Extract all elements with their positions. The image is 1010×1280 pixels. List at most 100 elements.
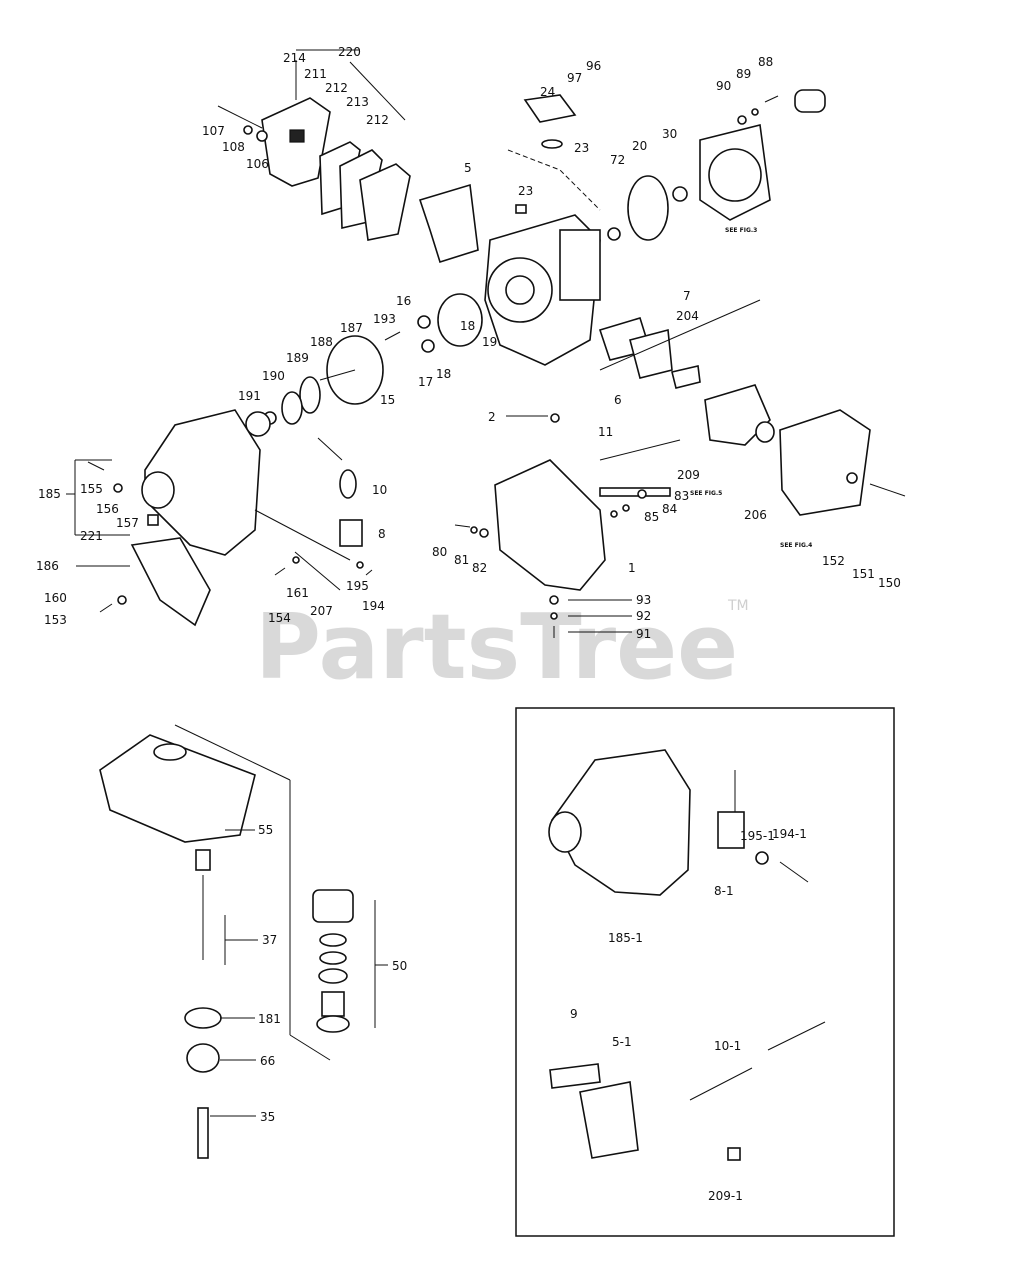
washer-152: [846, 472, 858, 484]
cap-seal: [319, 933, 347, 947]
tank-cap-neck: [153, 743, 187, 761]
label-11: 11: [598, 425, 613, 439]
wire-10: [317, 437, 343, 461]
washer-90: [737, 115, 747, 125]
key-23: [515, 204, 527, 214]
label-151: 151: [852, 567, 875, 581]
plug-cap-10: [339, 469, 357, 499]
label-82: 82: [472, 561, 487, 575]
label-206: 206: [744, 508, 767, 522]
bracket-24: [523, 94, 577, 123]
label-150: 150: [878, 576, 901, 590]
housing-1-neck: [548, 811, 582, 853]
label-187: 187: [340, 321, 363, 335]
valve-66: [186, 1043, 220, 1073]
crankcase-shaft: [505, 275, 535, 305]
label-55: 55: [258, 823, 273, 837]
label-90: 90: [716, 79, 731, 93]
label-92: 92: [636, 609, 651, 623]
label-154: 154: [268, 611, 291, 625]
label-220: 220: [338, 45, 361, 59]
washer-193: [417, 315, 431, 329]
note-see-fig4: SEE FIG.4: [780, 542, 812, 549]
label-194: 194: [362, 599, 385, 613]
label-37: 37: [262, 933, 277, 947]
nut-85: [610, 510, 618, 518]
cap-filter: [321, 991, 345, 1017]
engine-cover-1: [494, 459, 606, 591]
bolt-194-1: [779, 861, 809, 883]
label-10: 10: [372, 483, 387, 497]
label-221: 221: [80, 529, 103, 543]
washer-195: [356, 561, 364, 569]
label-18b: 18: [436, 367, 451, 381]
engine-block: [418, 94, 601, 366]
starter-assembly: SEE FIG.3: [607, 89, 826, 241]
watermark-text: PartsTree: [255, 595, 738, 700]
label-2: 2: [488, 410, 496, 424]
starter-reel: [708, 148, 762, 202]
bearing-189: [281, 391, 303, 425]
screw-153: [99, 603, 113, 613]
bolt-155: [87, 461, 105, 471]
screw-80: [454, 524, 471, 528]
note-see-fig3: SEE FIG.3: [725, 227, 757, 234]
label-96: 96: [586, 59, 601, 73]
ignition-assembly: [274, 437, 373, 591]
rod-10-1: [689, 1067, 753, 1101]
label-195: 195: [346, 579, 369, 593]
label-6: 6: [614, 393, 622, 407]
label-212b: 212: [366, 113, 389, 127]
label-161: 161: [286, 586, 309, 600]
label-188: 188: [310, 335, 333, 349]
label-18a: 18: [460, 319, 475, 333]
air-cleaner-assembly: [217, 49, 411, 241]
housing-neck: [141, 471, 175, 509]
label-23b: 23: [518, 184, 533, 198]
label-181: 181: [258, 1012, 281, 1026]
label-16: 16: [396, 294, 411, 308]
washer-194-1: [755, 851, 769, 865]
label-5-1: 5-1: [612, 1035, 632, 1049]
label-106: 106: [246, 157, 269, 171]
label-108: 108: [222, 140, 245, 154]
nut-30: [672, 186, 688, 202]
label-83: 83: [674, 489, 689, 503]
shroud-5: [418, 183, 479, 264]
starter-handle: [794, 89, 826, 113]
cap-disc: [319, 951, 347, 965]
label-214: 214: [283, 51, 306, 65]
label-7: 7: [683, 289, 691, 303]
clutch-assembly: [245, 293, 483, 437]
cylinder: [559, 229, 601, 301]
clip-23: [541, 139, 563, 149]
plug-2: [550, 413, 560, 423]
label-5: 5: [464, 161, 472, 175]
insulator-7: [629, 328, 673, 379]
label-155: 155: [80, 482, 103, 496]
label-189: 189: [286, 351, 309, 365]
bolt-15: [384, 331, 401, 341]
label-17: 17: [418, 375, 433, 389]
screw-88: [764, 95, 779, 103]
washer-161: [292, 556, 300, 564]
grommet-82: [479, 528, 489, 538]
inset-panel: [515, 707, 895, 1237]
label-85: 85: [644, 510, 659, 524]
label-152: 152: [822, 554, 845, 568]
label-157: 157: [116, 516, 139, 530]
washer-191: [245, 411, 271, 437]
screw-194: [365, 569, 373, 576]
cap-gasket: [318, 968, 348, 984]
label-23a: 23: [574, 141, 589, 155]
label-212a: 212: [325, 81, 348, 95]
spring-17: [421, 339, 435, 353]
label-1: 1: [628, 561, 636, 575]
washer-92: [550, 612, 558, 620]
pipe-35: [197, 1107, 209, 1159]
label-81: 81: [454, 553, 469, 567]
label-19: 19: [482, 335, 497, 349]
label-209-1: 209-1: [708, 1189, 743, 1203]
clip-209-1: [727, 1147, 741, 1161]
